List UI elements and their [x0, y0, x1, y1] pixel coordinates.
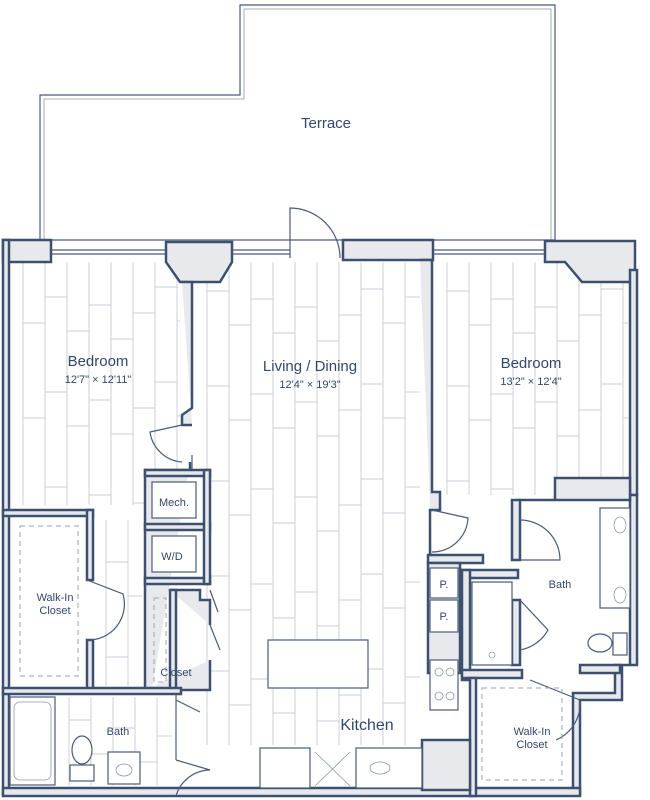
- mech-label: Mech.: [159, 497, 189, 509]
- fixtures: [9, 481, 631, 786]
- doors[interactable]: [86, 207, 581, 797]
- bath-left-label: Bath: [107, 726, 130, 738]
- bedroom-left-label: Bedroom: [68, 353, 129, 370]
- bath-right-label: Bath: [549, 579, 572, 591]
- pantry-label-2: P.: [440, 611, 449, 623]
- bedroom-right-dimensions: 13'2" × 12'4": [500, 376, 561, 388]
- walkin-left-line2: Closet: [39, 605, 70, 617]
- bedroom-left-dimensions: 12'7" × 12'11": [65, 374, 132, 386]
- living-dining-dimensions: 12'4" × 19'3": [279, 379, 340, 391]
- closet-label: Closet: [160, 667, 191, 679]
- floor-planks: [22, 262, 628, 786]
- pantry-label-1: P.: [440, 579, 449, 591]
- living-dining-label: Living / Dining: [263, 358, 357, 375]
- kitchen-label: Kitchen: [340, 717, 393, 734]
- terrace: [39, 4, 556, 241]
- walkin-left-line1: Walk-In: [37, 592, 74, 604]
- terrace-label: Terrace: [301, 115, 351, 132]
- walkin-right-line1: Walk-In: [514, 726, 551, 738]
- walkin-right-line2: Closet: [516, 739, 547, 751]
- bedroom-right-label: Bedroom: [501, 355, 562, 372]
- outer-walls: [1, 238, 639, 798]
- interior-walls: [1, 258, 632, 798]
- wd-label: W/D: [161, 551, 182, 563]
